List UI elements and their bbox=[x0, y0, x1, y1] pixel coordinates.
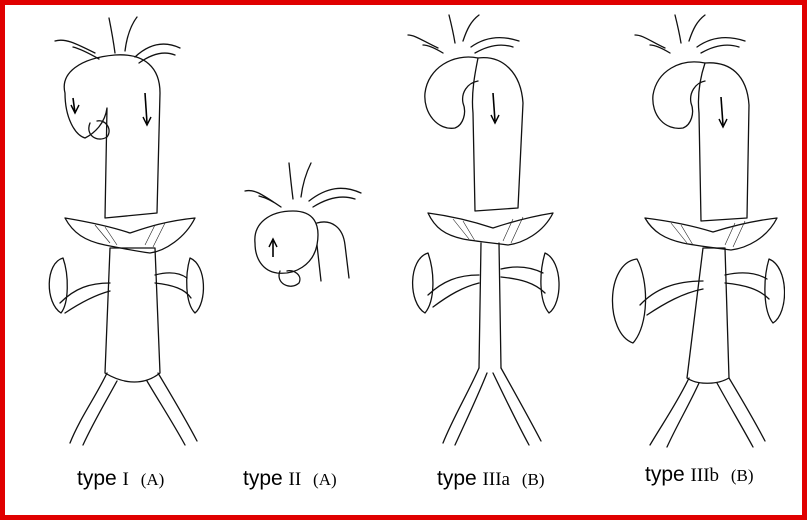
caption-type-word: type bbox=[645, 463, 685, 486]
caption-class: II bbox=[288, 469, 302, 490]
caption-type-word: type bbox=[243, 467, 283, 490]
caption-group: (A) bbox=[313, 470, 337, 489]
caption-type-iiia: type IIIa (B) bbox=[437, 467, 544, 491]
caption-type-i: type I (A) bbox=[77, 467, 164, 491]
caption-type-iiib: type IIIb (B) bbox=[645, 463, 754, 487]
diagram-type-ii bbox=[244, 162, 362, 287]
diagram-type-i bbox=[48, 16, 205, 446]
caption-group: (A) bbox=[140, 470, 165, 489]
caption-type-word: type bbox=[437, 467, 477, 490]
diagram-type-iiia bbox=[407, 14, 560, 446]
caption-type-ii: type II (A) bbox=[243, 467, 337, 491]
caption-class: IIIa bbox=[482, 469, 510, 490]
caption-group: (B) bbox=[521, 470, 545, 489]
caption-class: IIIb bbox=[690, 465, 720, 486]
caption-class: I bbox=[122, 469, 129, 490]
caption-group: (B) bbox=[730, 466, 754, 485]
diagram-type-iiib bbox=[611, 14, 785, 448]
caption-type-word: type bbox=[77, 467, 117, 490]
